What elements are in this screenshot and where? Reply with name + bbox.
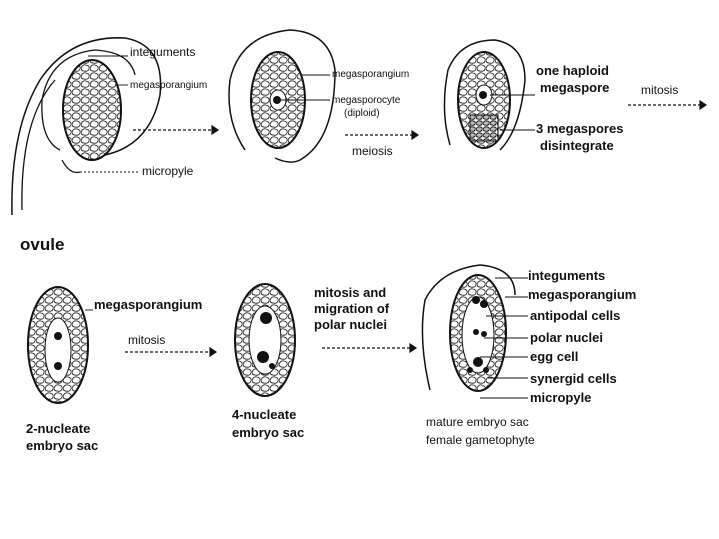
label-micropyle: micropyle [142,164,194,178]
label-mitosis-and: mitosis and [314,285,387,300]
label-megaspore: megaspore [540,80,610,95]
label-megasporangium-3: megasporangium [94,297,203,312]
ovule-diagram-4 [27,286,89,404]
ovule-diagram-5 [234,283,296,397]
label-integuments: integuments [130,45,196,59]
process-arrows [125,99,708,358]
label-megasporocyte: megasporocyte [332,95,401,106]
ovule-diagram-6 [421,264,516,392]
label-integuments-2: integuments [528,268,606,283]
label-embryo-sac-1: embryo sac [26,438,99,453]
label-4-nucleate: 4-nucleate [232,407,297,422]
label-egg-cell: egg cell [530,349,579,364]
label-one-haploid: one haploid [536,63,609,78]
label-polar-nuclei-2: polar nuclei [530,330,603,345]
label-micropyle-2: micropyle [530,390,592,405]
label-mitosis-1: mitosis [641,83,679,97]
label-leader-lines [80,55,535,399]
ovule-diagram-3 [443,39,526,151]
label-polar-nuclei-1: polar nuclei [314,317,387,332]
label-2-nucleate: 2-nucleate [26,421,91,436]
label-mature-embryo-sac: mature embryo sac [426,415,529,429]
label-female-gametophyte: female gametophyte [426,433,535,447]
label-meiosis: meiosis [352,144,393,158]
label-megasporangium-4: megasporangium [528,287,637,302]
label-3-megaspores: 3 megaspores [536,121,624,136]
label-megasporangium-1: megasporangium [130,80,208,91]
label-ovule: ovule [20,235,65,254]
label-antipodal-cells: antipodal cells [530,308,621,323]
label-megasporangium-2: megasporangium [332,69,410,80]
ovule-diagram-2 [228,29,336,163]
label-mitosis-2: mitosis [128,333,166,347]
ovule-diagram-1 [11,37,162,216]
label-migration-of: migration of [314,301,390,316]
label-diploid: (diploid) [344,108,380,119]
label-disintegrate: disintegrate [540,138,614,153]
label-embryo-sac-2: embryo sac [232,425,305,440]
label-synergid-cells: synergid cells [530,371,617,386]
